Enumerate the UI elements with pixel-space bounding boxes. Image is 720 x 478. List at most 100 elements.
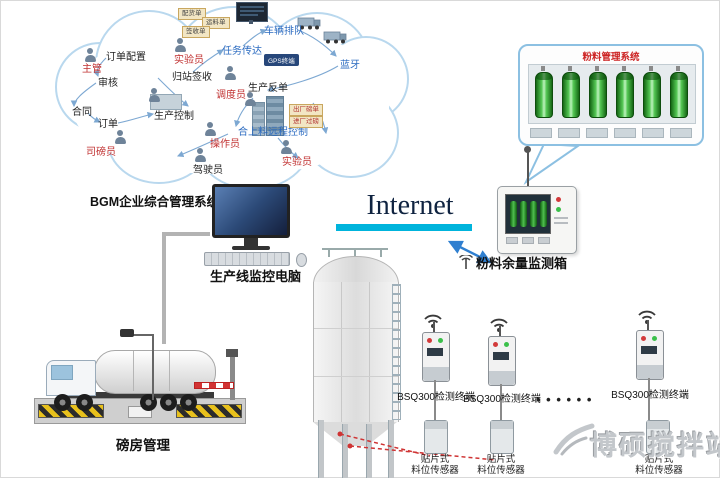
- cloud-label-lab-tech-1: 实验员: [174, 55, 204, 66]
- connector-vertical: [162, 232, 166, 344]
- monitor-icon: [212, 184, 290, 238]
- production-monitor-pc-label: 生产线监控电脑: [210, 269, 302, 284]
- monitor-stand: [244, 238, 258, 246]
- antenna-mast: [527, 152, 529, 188]
- keyboard-icon: [204, 252, 290, 266]
- cloud-flow-arrows: [70, 28, 339, 159]
- powder-tank-icon: [562, 72, 580, 118]
- person-icon: [194, 148, 206, 163]
- sensor-label: 贴片式 料位传感器: [620, 454, 698, 477]
- sensor-label-line2: 料位传感器: [635, 465, 683, 477]
- silo-ladder: [392, 284, 401, 420]
- powder-monitor-box: [497, 186, 577, 254]
- cloud-label-contract: 合同: [72, 107, 92, 118]
- person-icon: [204, 122, 216, 137]
- barrier-pole: [230, 356, 235, 400]
- ellipsis-dots: • • • • • •: [536, 392, 593, 407]
- terminal-antenna: [499, 326, 501, 336]
- mouse-icon: [296, 253, 307, 267]
- cloud-label-weigher: 司磅员: [86, 147, 116, 158]
- powder-screen-footer: [528, 126, 694, 138]
- doc-box-3: 签收单: [182, 26, 210, 38]
- silo-body: [313, 282, 399, 422]
- box-button: [538, 237, 550, 244]
- powder-tank-icon: [535, 72, 553, 118]
- truck-wheel: [140, 394, 157, 411]
- cloud-label-supervisor: 主管: [82, 64, 102, 75]
- doc-box-1: 配货单: [178, 8, 206, 20]
- cloud-label-lab-tech-2: 实验员: [282, 157, 312, 168]
- watermark-text: 博硕搅拌站: [590, 431, 720, 461]
- cloud-label-driver: 驾驶员: [193, 165, 223, 176]
- silo-leg: [342, 424, 348, 478]
- led-screen: [236, 2, 268, 22]
- sensor-label-line2: 料位传感器: [411, 465, 459, 477]
- watermark-swoosh-icon: [553, 423, 595, 456]
- tag-exit-weigh-ticket: 出厂磅单: [289, 104, 323, 116]
- cloud-label-order-config: 订单配置: [106, 52, 146, 63]
- person-icon: [280, 140, 292, 155]
- barrier-arm: [194, 382, 234, 389]
- led-screen-stand: [249, 20, 253, 24]
- box-button: [506, 237, 518, 244]
- camera-pole: [152, 334, 154, 400]
- powder-system-title: 粉料管理系统: [582, 52, 640, 63]
- cloud-label-review: 审核: [98, 78, 118, 89]
- level-sensor: [424, 420, 448, 454]
- cloud-label-order: 订单: [98, 119, 118, 130]
- silo: [306, 248, 404, 478]
- box-screen: [505, 194, 551, 234]
- person-icon: [114, 130, 126, 145]
- monitor-base: [232, 246, 270, 250]
- cloud-label-remote-feeding: 合上料远程控制: [238, 127, 308, 138]
- cloud-label-task-dispatch: 任务传达: [222, 46, 262, 57]
- sensor-label-line1: 贴片式: [486, 454, 516, 465]
- truck-chassis: [62, 392, 214, 398]
- bgm-system-title: BGM企业综合管理系统: [90, 195, 220, 209]
- truck-wheel: [160, 394, 177, 411]
- doc-box-2: 运料单: [202, 17, 230, 29]
- powder-tank-icon: [589, 72, 607, 118]
- powder-tank-icon: [616, 72, 634, 118]
- powder-tank-icon: [670, 72, 688, 118]
- camera-arm: [128, 334, 154, 336]
- terminal-label: BSQ300检测终端: [397, 392, 475, 403]
- terminal-label: BSQ300检测终端: [611, 390, 689, 401]
- cloud-label-production-control: 生产控制: [154, 111, 194, 122]
- sensor-link-lines: [337, 431, 497, 461]
- terminal-antenna: [433, 322, 435, 332]
- level-sensor: [646, 420, 670, 454]
- box-button: [522, 237, 534, 244]
- cloud-label-bluetooth: 蓝牙: [340, 60, 360, 71]
- sensor-cable: [500, 384, 502, 420]
- silo-leg: [318, 420, 324, 478]
- hazard-stripe: [38, 404, 104, 418]
- antenna-tip: [524, 146, 531, 153]
- sensor-label-line1: 贴片式: [420, 454, 450, 465]
- powder-screen-panel: [528, 64, 696, 124]
- sensor-label: 贴片式 料位传感器: [396, 454, 474, 477]
- silo-leg: [366, 424, 372, 478]
- person-icon: [84, 48, 96, 63]
- truck-wheel: [54, 394, 71, 411]
- powder-monitor-box-label: 粉料余量监测箱: [476, 256, 568, 271]
- bsq300-terminal: [636, 330, 664, 380]
- status-led-green: [556, 207, 561, 212]
- truck-wheel: [76, 394, 93, 411]
- bsq300-terminal: [488, 336, 516, 386]
- watermark: 博硕搅拌站: [552, 416, 720, 472]
- cloud-label-sign-in: 归站签收: [172, 72, 212, 83]
- level-sensor: [490, 420, 514, 454]
- person-icon: [148, 88, 160, 103]
- terminal-antenna: [647, 320, 649, 330]
- antenna-icon: [458, 255, 474, 269]
- person-icon: [174, 38, 186, 53]
- sensor-label-line2: 料位传感器: [477, 465, 525, 477]
- truck-wheel: [180, 394, 197, 411]
- tag-entry-weigh: 进厂过磅: [289, 116, 323, 128]
- connector-horizontal: [164, 232, 210, 236]
- office-building-icon: [266, 96, 284, 136]
- truck-cab: [46, 360, 96, 396]
- cloud-label-production-feedback: 生产反单: [248, 83, 288, 94]
